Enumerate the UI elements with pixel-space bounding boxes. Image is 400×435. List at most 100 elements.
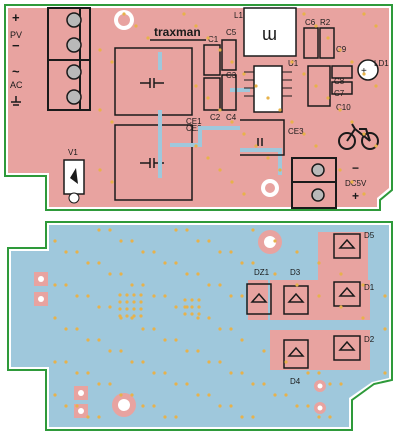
via [266, 156, 270, 160]
via [75, 371, 79, 375]
label-dc5v: DC5V [345, 179, 367, 188]
cap-symbol-1 [140, 78, 164, 88]
label-d1: D1 [364, 283, 375, 292]
via [118, 300, 122, 304]
via [218, 48, 222, 52]
via [132, 307, 136, 311]
via [218, 327, 222, 331]
via [183, 312, 187, 316]
via [119, 239, 123, 243]
via [317, 415, 321, 419]
label-d3: D3 [290, 268, 301, 277]
via [251, 382, 255, 386]
via [98, 168, 102, 172]
via [174, 228, 178, 232]
via [383, 371, 387, 375]
label-c8: C8 [334, 77, 345, 86]
via [295, 283, 299, 287]
via [122, 12, 126, 16]
via [350, 120, 354, 124]
via [152, 294, 156, 298]
via [174, 382, 178, 386]
via [139, 300, 143, 304]
label-d2: D2 [364, 335, 375, 344]
via [295, 250, 299, 254]
label-c10: C10 [336, 103, 351, 112]
via [125, 293, 129, 297]
via [141, 404, 145, 408]
via [350, 180, 354, 184]
via [218, 360, 222, 364]
via [118, 307, 122, 311]
via [86, 261, 90, 265]
via [110, 60, 114, 64]
via [132, 293, 136, 297]
inductor-icon: ɯ [262, 24, 277, 44]
via [152, 250, 156, 254]
via [141, 283, 145, 287]
via [53, 360, 57, 364]
via [230, 120, 234, 124]
left-pads [34, 272, 88, 418]
via [118, 293, 122, 297]
via [53, 393, 57, 397]
via [306, 371, 310, 375]
via [152, 371, 156, 375]
via [290, 60, 294, 64]
via [196, 349, 200, 353]
svg-text:+: + [361, 66, 367, 77]
smd-caps [203, 39, 237, 111]
via [139, 293, 143, 297]
via [64, 250, 68, 254]
label-ce2: CE2 [186, 124, 202, 133]
via [339, 272, 343, 276]
via [194, 144, 198, 148]
via [108, 272, 112, 276]
via [361, 316, 365, 320]
varistor-v1 [63, 159, 85, 204]
via [174, 338, 178, 342]
via [98, 108, 102, 112]
label-c3: C3 [226, 71, 237, 80]
via [314, 144, 318, 148]
via [317, 261, 321, 265]
via [206, 36, 210, 40]
label-ld1: LD1 [374, 59, 389, 68]
via [262, 382, 266, 386]
via [118, 314, 122, 318]
via [278, 108, 282, 112]
via [229, 294, 233, 298]
label-ce1: CE1 [186, 117, 202, 126]
via [242, 192, 246, 196]
via [229, 404, 233, 408]
via [163, 294, 167, 298]
via [197, 312, 201, 316]
via [97, 228, 101, 232]
ground-icon [11, 96, 21, 106]
via [218, 108, 222, 112]
via [185, 272, 189, 276]
via [97, 415, 101, 419]
via [218, 168, 222, 172]
via [185, 349, 189, 353]
via-field [53, 12, 387, 419]
via [130, 316, 134, 320]
label-ce3: CE3 [288, 127, 304, 136]
via [196, 239, 200, 243]
via [251, 228, 255, 232]
label-plus-pv: + [12, 10, 20, 25]
via [141, 327, 145, 331]
via [196, 316, 200, 320]
via [108, 382, 112, 386]
via [134, 24, 138, 28]
via [130, 393, 134, 397]
via [119, 349, 123, 353]
via [206, 156, 210, 160]
via [141, 250, 145, 254]
via [338, 108, 342, 112]
via [328, 382, 332, 386]
via [207, 239, 211, 243]
capacitor-ce1-outline [114, 47, 193, 201]
via [240, 261, 244, 265]
via [152, 404, 156, 408]
